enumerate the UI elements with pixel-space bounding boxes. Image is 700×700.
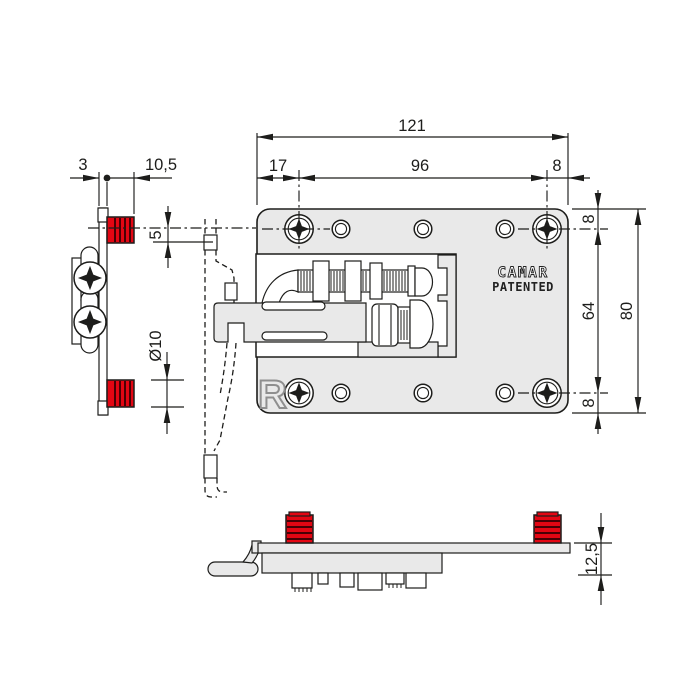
mounting-holes — [331, 219, 515, 403]
dowel-side-bottom — [106, 379, 135, 408]
dowel-bottom-left — [285, 511, 314, 544]
dowel-bottom-right — [533, 511, 562, 544]
dim-dowel-diameter: Ø10 — [147, 330, 184, 434]
dim-hole-offset-bottom: 8 — [580, 398, 598, 407]
window-bracket — [437, 254, 457, 358]
orientation-letter: R — [258, 373, 287, 417]
dim-profile-height: 12,5 — [574, 513, 612, 605]
brand-logo-text: CAMAR — [497, 265, 548, 281]
dimension-annotations: 121 17 96 8 3 10,5 5 Ø10 — [70, 117, 646, 605]
screw-end-cap-lower — [409, 299, 434, 349]
hanger-tongue — [213, 302, 367, 343]
patented-label: PATENTED — [492, 280, 554, 294]
dim-total-height: 80 — [618, 302, 636, 320]
dim-right-chain: 8 64 8 80 — [572, 190, 646, 434]
bottom-detail-blocks — [291, 572, 427, 592]
dim-profile-height-value: 12,5 — [583, 543, 601, 575]
mechanism-body-bottom — [261, 552, 443, 574]
clamp-nut — [371, 303, 399, 347]
dim-total-width: 121 — [398, 117, 426, 135]
dim-dowel-protrusion: 10,5 — [145, 156, 177, 174]
dim-hole-offset-top: 8 — [580, 214, 598, 223]
front-view: R CAMAR PATENTED — [213, 208, 569, 418]
dim-plate-thickness: 3 — [78, 156, 87, 174]
side-screw-upper — [73, 261, 107, 295]
screw-end-cap-upper — [414, 267, 434, 297]
dim-hole-offset-left: 17 — [269, 157, 287, 175]
dim-hole-offset-right: 8 — [552, 157, 561, 175]
side-plate-tab-bottom — [97, 400, 109, 416]
dim-side-top: 3 10,5 — [70, 156, 177, 214]
dim-dowel-diameter-value: Ø10 — [147, 330, 165, 361]
dim-axis-offset-value: 5 — [147, 230, 165, 239]
phillips-screw-bottom-left — [284, 378, 314, 408]
dim-hole-spacing-vertical: 64 — [580, 302, 598, 320]
hidden-rail-outline — [203, 219, 238, 498]
dowel-side-top — [106, 216, 135, 244]
dim-hole-spacing-horizontal: 96 — [411, 157, 429, 175]
rail-tab-bottom — [203, 454, 218, 479]
dim-reference-dot — [103, 174, 111, 182]
side-plate-tab-top — [97, 207, 109, 223]
dim-top-chain: 121 17 96 8 — [256, 117, 590, 205]
leveling-screw-assembly — [261, 260, 434, 304]
base-blade — [257, 542, 571, 554]
hook-clamp-assembly — [213, 299, 439, 358]
dim-axis-offset: 5 — [147, 206, 213, 268]
side-screw-lower — [73, 305, 107, 339]
hook-profile — [207, 561, 259, 577]
bottom-view — [207, 511, 571, 592]
side-view — [71, 207, 135, 416]
rail-lip — [224, 282, 238, 301]
